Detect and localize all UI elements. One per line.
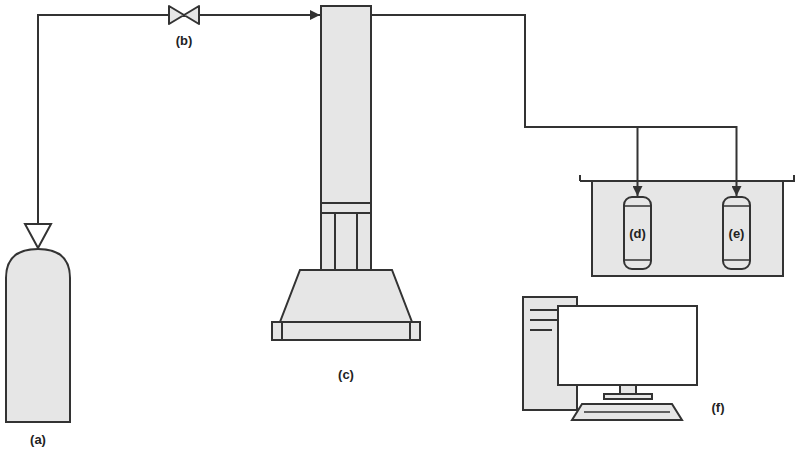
sample-vessel: (e) [722,196,751,270]
computer-outline [522,296,698,426]
gas-line [372,15,638,196]
valve-symbol: (b) [168,5,200,25]
part-label: (c) [338,367,354,382]
gas-line [38,15,168,248]
part-label: (b) [176,33,193,48]
gas-line [200,14,320,16]
gas-line [372,15,737,196]
sample-vessel: (d) [623,196,652,270]
label-holder: (e) [722,196,751,270]
column-apparatus: (c) [320,5,372,270]
column-apparatus-outline [320,5,372,270]
valve-symbol-outline [168,5,200,25]
gas-cylinder-outline [5,248,71,422]
part-label: (d) [629,226,646,241]
gas-cylinder: (a) [5,248,71,422]
computer: (f) [522,296,698,426]
part-label: (a) [30,432,46,447]
part-label: (f) [712,400,725,415]
label-holder: (d) [623,196,652,270]
water-bath [580,175,795,276]
part-label: (e) [729,226,745,241]
